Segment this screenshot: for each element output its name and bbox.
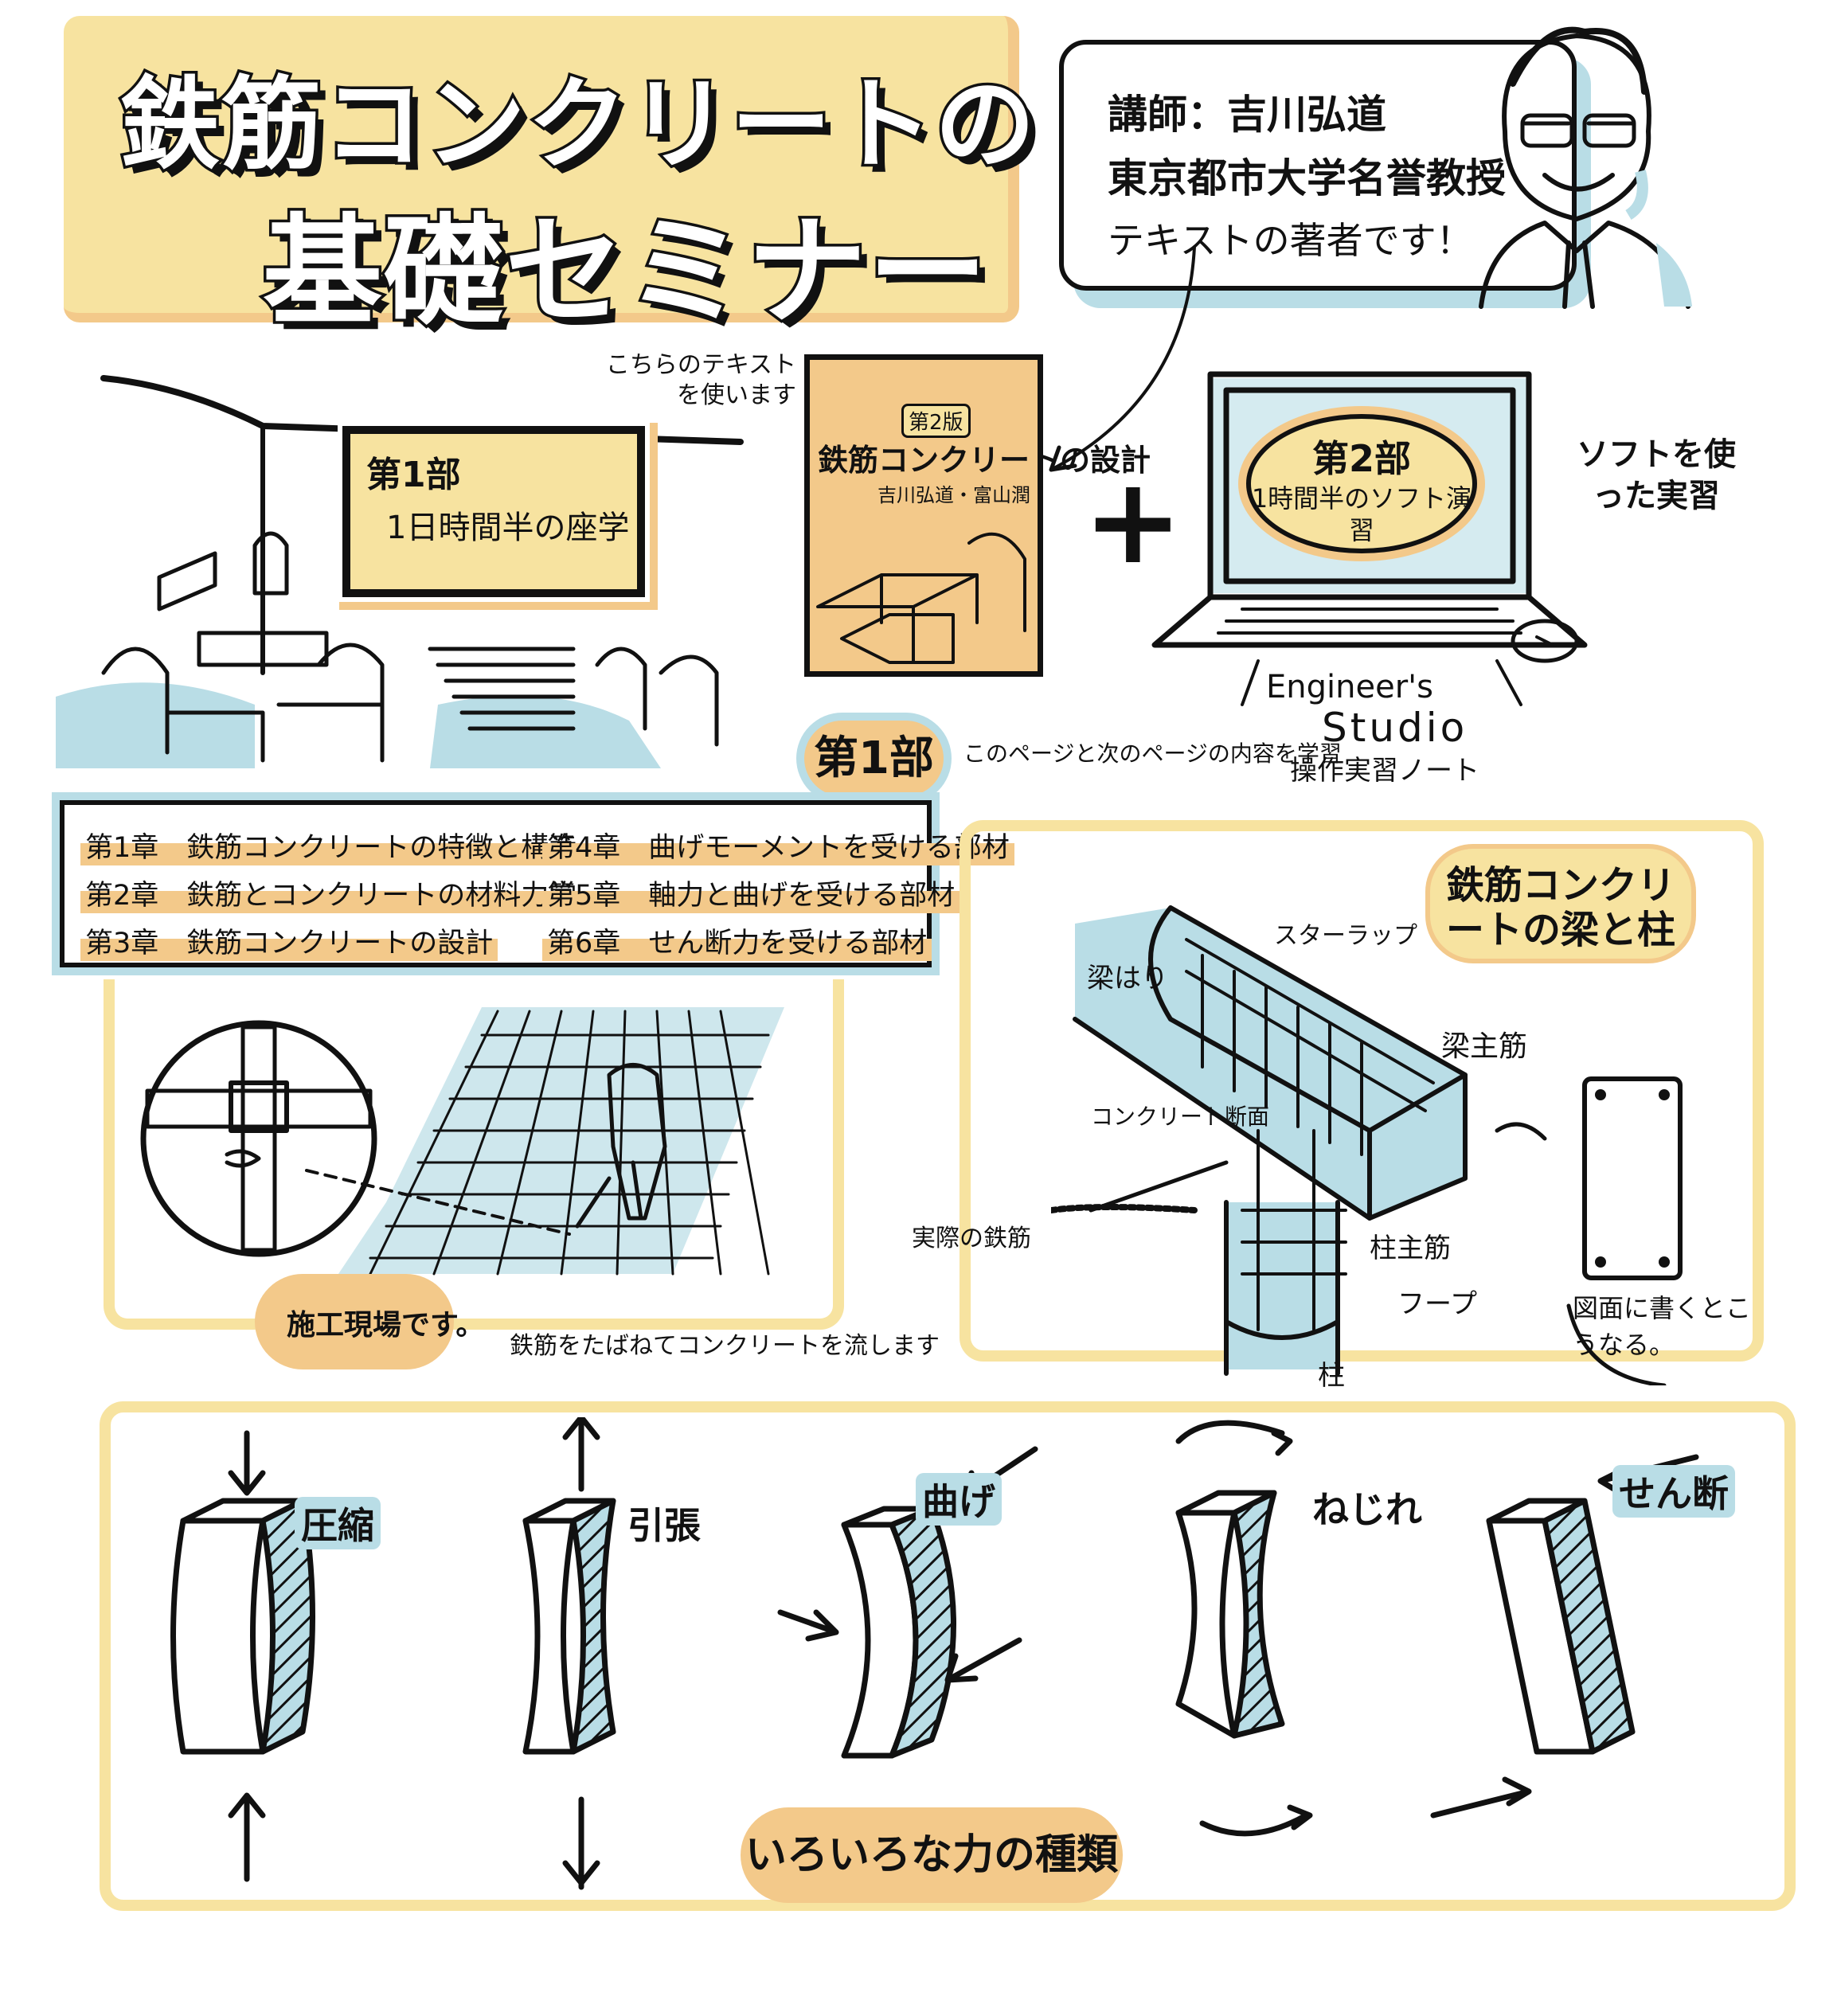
beam-column-title: 鉄筋コンクリートの梁と柱 <box>1425 844 1696 963</box>
textbook-structure-sketch <box>816 532 1026 664</box>
shear-block <box>1430 1454 1699 1819</box>
chapter-6: 第6章 せん断力を受ける部材 <box>542 920 932 961</box>
beam-column-panel <box>960 820 1764 1362</box>
torsion-block <box>1175 1420 1313 1837</box>
textbook-authors: 吉川弘道・富山潤 <box>877 484 1030 506</box>
textbook-edition: 第2版 <box>901 404 971 438</box>
part2-badge: 第2部 1時間半のソフト演習 <box>1246 414 1477 553</box>
chapter-3: 第3章 鉄筋コンクリートの設計 <box>80 920 498 961</box>
chapter-list: 第1章 鉄筋コンクリートの特徴と構造 第2章 鉄筋とコンクリートの材料力学 第3… <box>60 800 1014 967</box>
site-caption-detail: 鉄筋をたばねてコンクリートを流します <box>510 1332 940 1360</box>
label-drawing-note: 図面に書くとこうなる。 <box>1573 1293 1752 1360</box>
engineers-studio-brand: Studio <box>1322 705 1468 751</box>
force-label-torsion: ねじれ <box>1312 1488 1422 1531</box>
textbook-cover: 第2版 鉄筋コンクリートの設計 吉川弘道・富山潤 <box>804 354 1151 677</box>
label-column: 柱 <box>1318 1360 1345 1392</box>
lecturer-name: 講師：吉川弘道 <box>1108 92 1386 138</box>
lecturer-affiliation: 東京都市大学名誉教授 <box>1108 155 1506 201</box>
slide-subtitle: 1日時間半の座学 <box>386 510 630 546</box>
title-line-1: 鉄筋コンクリートの <box>117 64 1038 186</box>
software-practice-note: ソフトを使った実習 <box>1577 436 1736 514</box>
forces-caption: いろいろな力の種類 <box>741 1807 1123 1903</box>
construction-site-illustration <box>140 1007 784 1276</box>
site-caption: 施工現場です。 <box>287 1309 485 1342</box>
label-beam-main-rebar: 梁主筋 <box>1441 1030 1528 1063</box>
engineers-studio-note: 操作実習ノート <box>1290 755 1479 787</box>
lecturer-note: テキストの著者です！ <box>1108 219 1473 262</box>
engineers-studio-label: Engineer's <box>1266 669 1433 705</box>
slide-title: 第1部 <box>366 455 461 495</box>
part2-title: 第2部 <box>1311 437 1411 480</box>
part2-subtitle: 1時間半のソフト演習 <box>1251 483 1472 545</box>
force-label-shear: せん断 <box>1612 1465 1735 1518</box>
force-label-compression: 圧縮 <box>295 1497 381 1549</box>
part1-note: このページと次のページの内容を学習 <box>963 740 1342 767</box>
textbook-note: こちらのテキストを使います <box>605 351 796 409</box>
chapter-1: 第1章 鉄筋コンクリートの特徴と構造 <box>80 825 582 865</box>
lecturer-portrait-illustration <box>1479 26 1692 309</box>
title-panel: 鉄筋コンクリートの 基礎セミナー <box>64 16 1038 345</box>
compression-block <box>170 1430 315 1882</box>
label-beam: 梁はり <box>1087 963 1168 994</box>
forces-panel <box>100 1401 1796 1911</box>
label-hoop: フープ <box>1397 1288 1477 1320</box>
part1-tag: 第1部 <box>804 721 944 796</box>
label-column-main-rebar: 柱主筋 <box>1370 1233 1451 1264</box>
force-types-illustration <box>170 1417 1699 1890</box>
title-line-2: 基礎セミナー <box>260 201 990 345</box>
lecture-slide-screen: 第1部 1日時間半の座学 <box>342 426 645 597</box>
chapter-5: 第5章 軸力と曲げを受ける部材 <box>542 873 960 913</box>
label-stirrup: スターラップ <box>1274 922 1417 950</box>
tension-block <box>522 1417 616 1890</box>
lecturer-to-book-arrow <box>1049 245 1196 472</box>
plus-sign: + <box>1083 452 1183 591</box>
textbook-title: 鉄筋コンクリートの設計 <box>818 443 1151 478</box>
site-caption-bubble <box>255 1274 454 1369</box>
lecture-room-illustration <box>56 375 744 768</box>
force-label-tension: 引張 <box>627 1504 701 1547</box>
chapter-2: 第2章 鉄筋とコンクリートの材料力学 <box>80 873 582 913</box>
label-concrete-section: コンクリート断面 <box>1091 1104 1270 1130</box>
force-label-bending: 曲げ <box>916 1473 1002 1526</box>
beam-column-illustration <box>1051 905 1683 1385</box>
label-actual-rebar: 実際の鉄筋 <box>912 1225 1031 1252</box>
lecturer-box: 講師：吉川弘道 東京都市大学名誉教授 テキストの著者です！ <box>1059 40 1577 291</box>
chapter-4: 第4章 曲げモーメントを受ける部材 <box>542 825 1014 865</box>
